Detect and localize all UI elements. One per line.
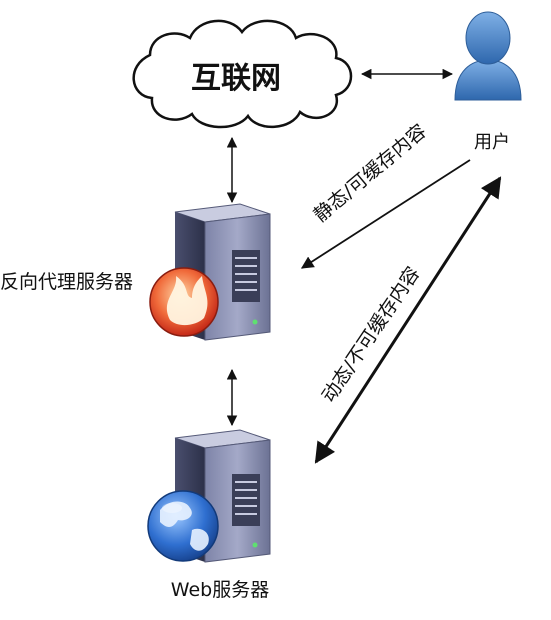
- reverse-proxy-node: 反向代理服务器: [0, 203, 271, 341]
- web-server-node: Web服务器: [147, 429, 271, 601]
- globe-icon: [147, 490, 219, 562]
- user-node: 用户: [454, 11, 522, 153]
- user-icon: [454, 11, 522, 101]
- web-server-label: Web服务器: [171, 579, 269, 601]
- internet-cloud: 互联网: [132, 19, 353, 129]
- internet-label: 互联网: [191, 61, 281, 96]
- user-label: 用户: [474, 132, 510, 153]
- firewall-flame-icon: [149, 267, 219, 337]
- cloud-icon: [132, 19, 353, 129]
- server-icon: [174, 203, 271, 341]
- dynamic-content-arrow: [314, 176, 502, 464]
- reverse-proxy-label: 反向代理服务器: [0, 271, 133, 293]
- static-content-label: 静态/可缓存内容: [310, 120, 431, 226]
- dynamic-content-label: 动态/不可缓存内容: [318, 263, 425, 407]
